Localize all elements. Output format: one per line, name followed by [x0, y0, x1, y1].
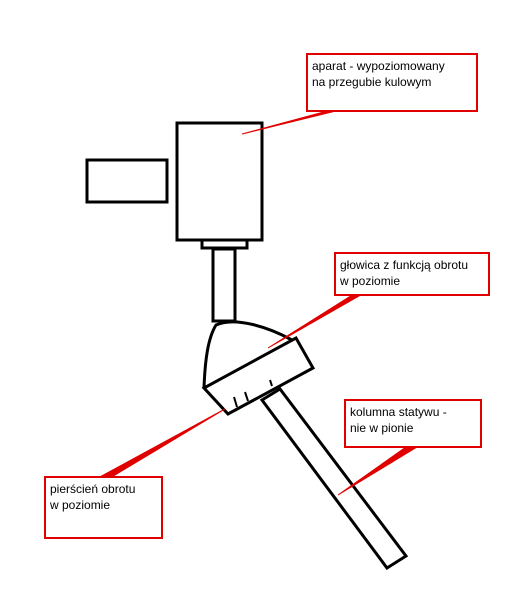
- callout-ring: pierścień obrotu w poziomie: [44, 476, 163, 539]
- callout-ring-line1: pierścień obrotu: [50, 482, 136, 496]
- callout-head: głowica z funkcją obrotu w poziomie: [334, 252, 490, 296]
- callout-column-line2: nie w pionie: [350, 421, 414, 435]
- callout-column-line1: kolumna statywu -: [350, 405, 447, 419]
- callout-camera: aparat - wypoziomowany na przegubie kulo…: [306, 53, 478, 112]
- camera-base-plate: [200, 238, 249, 250]
- camera-body: [175, 121, 264, 242]
- callout-camera-line2: na przegubie kulowym: [312, 75, 432, 89]
- callout-column: kolumna statywu - nie w pionie: [344, 399, 482, 448]
- callout-head-line2: w poziomie: [340, 274, 401, 288]
- ring-mark-2: [244, 391, 249, 402]
- tripod-column: [259, 387, 409, 571]
- callout-camera-line1: aparat - wypoziomowany: [312, 59, 445, 73]
- ring-mark-1: [233, 396, 238, 408]
- ball-joint-stem: [211, 247, 237, 323]
- pointer-head: [267, 291, 368, 349]
- callout-head-line1: głowica z funkcją obrotu: [340, 258, 469, 272]
- rotation-ring: [201, 335, 316, 416]
- pointer-ring: [97, 408, 226, 479]
- camera-side-box: [85, 158, 169, 204]
- tripod-head: [202, 320, 293, 389]
- ring-mark-3: [269, 379, 273, 387]
- callout-ring-line2: w poziomie: [50, 498, 111, 512]
- pointer-column: [337, 446, 419, 496]
